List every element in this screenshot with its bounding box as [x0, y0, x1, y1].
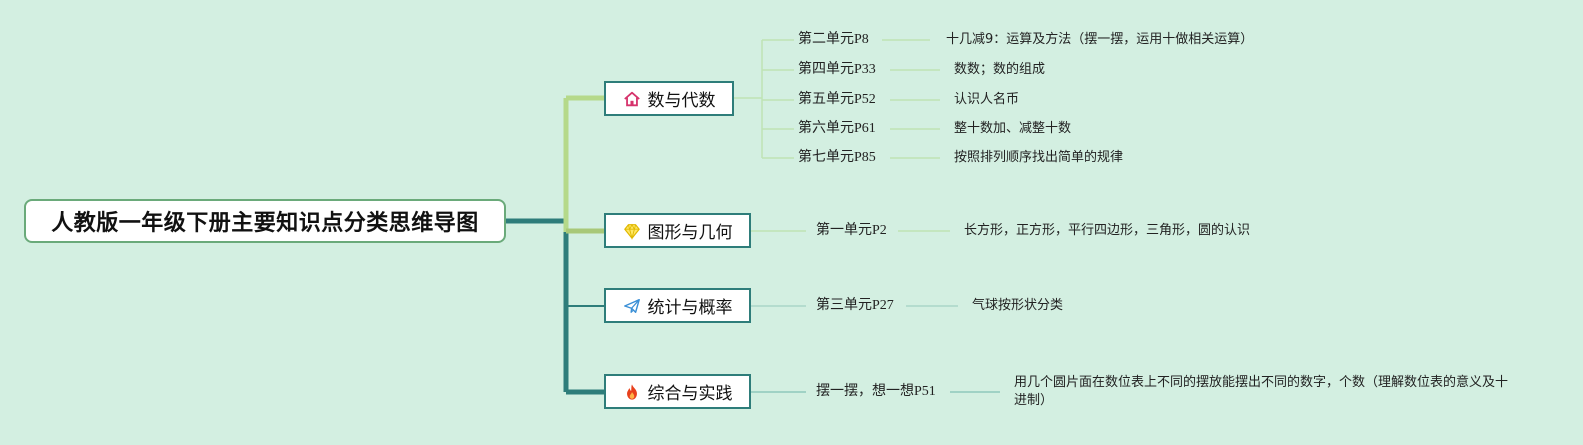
detail-text[interactable]: 认识人名币 — [954, 92, 1020, 107]
detail-text[interactable]: 十几减9：运算及方法（摆一摆，运用十做相关运算） — [946, 32, 1254, 47]
paper-plane-icon — [623, 298, 640, 313]
detail-text[interactable]: 按照排列顺序找出简单的规律 — [954, 150, 1124, 165]
detail-text[interactable]: 气球按形状分类 — [972, 298, 1064, 313]
detail-text[interactable]: 数数；数的组成 — [954, 62, 1046, 77]
diamond-icon — [623, 223, 640, 240]
branch-statistics[interactable]: 统计与概率 — [604, 288, 751, 323]
unit-label[interactable]: 第一单元P2 — [816, 223, 887, 238]
branch-practice[interactable]: 综合与实践 — [604, 374, 751, 409]
branch-geometry[interactable]: 图形与几何 — [604, 213, 751, 248]
unit-label[interactable]: 第五单元P52 — [798, 92, 876, 107]
unit-label[interactable]: 第四单元P33 — [798, 62, 876, 77]
detail-text[interactable]: 长方形，正方形，平行四边形，三角形，圆的认识 — [964, 223, 1251, 238]
unit-label[interactable]: 第七单元P85 — [798, 150, 876, 165]
detail-text[interactable]: 整十数加、减整十数 — [954, 121, 1072, 136]
unit-label[interactable]: 摆一摆，想一想P51 — [816, 384, 936, 399]
branch-number-algebra[interactable]: 数与代数 — [604, 81, 734, 116]
detail-text[interactable]: 用几个圆片面在数位表上不同的摆放能摆出不同的数字，个数（理解数位表的意义及十进制… — [1014, 375, 1509, 408]
house-icon — [623, 91, 640, 106]
branch-label: 综合与实践 — [647, 384, 733, 404]
unit-label[interactable]: 第六单元P61 — [798, 121, 876, 136]
branch-label: 图形与几何 — [647, 223, 733, 243]
branch-label: 数与代数 — [647, 91, 716, 111]
root-topic[interactable]: 人教版一年级下册主要知识点分类思维导图 — [24, 199, 506, 243]
flame-icon — [626, 383, 637, 400]
unit-label[interactable]: 第三单元P27 — [816, 298, 894, 313]
branch-label: 统计与概率 — [647, 298, 733, 318]
unit-label[interactable]: 第二单元P8 — [798, 32, 869, 47]
